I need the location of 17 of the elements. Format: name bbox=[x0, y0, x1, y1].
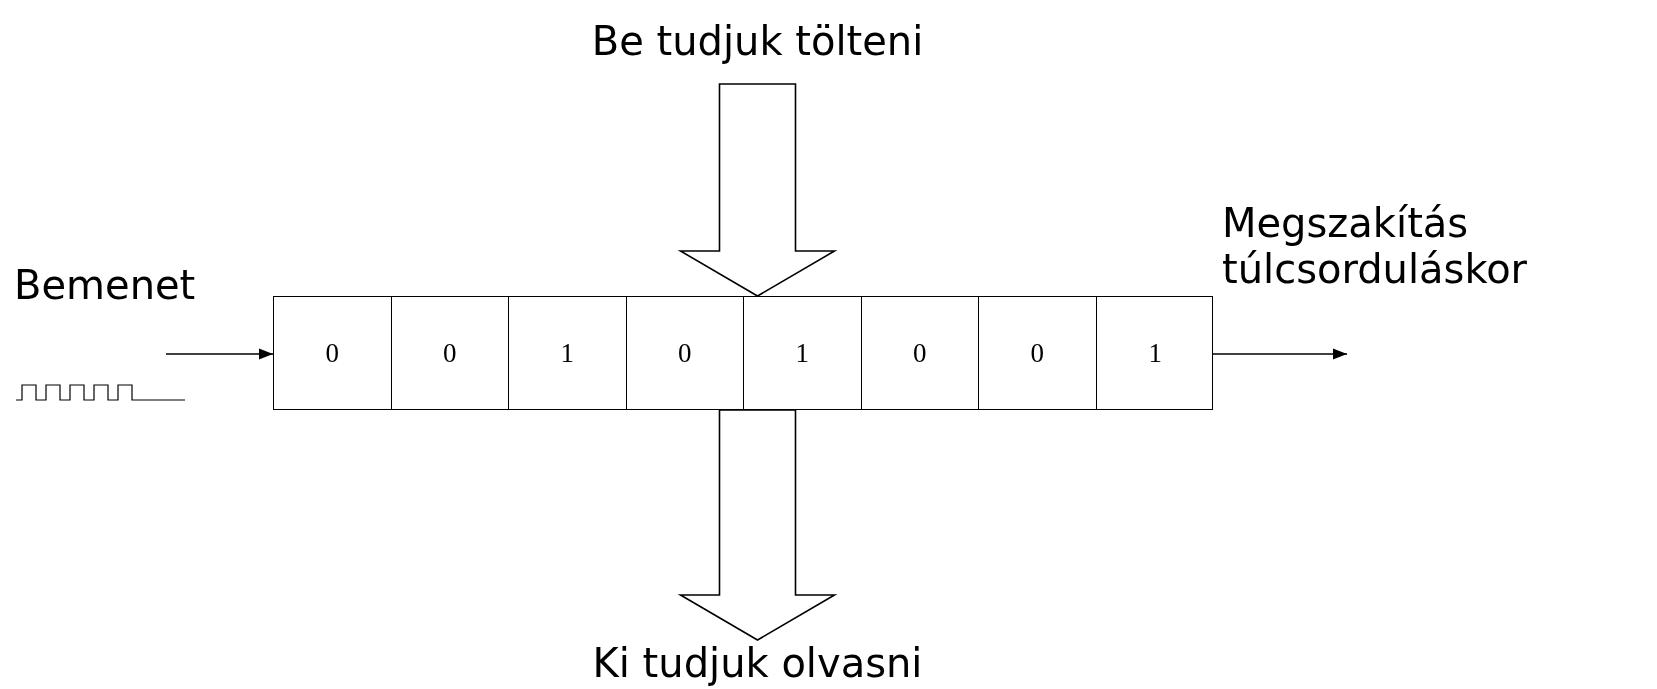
label-text: Ki tudjuk olvasni bbox=[545, 640, 970, 688]
block-arrow bbox=[677, 83, 838, 297]
label-text: Be tudjuk tölteni bbox=[530, 18, 985, 70]
register-cell: 0 bbox=[626, 297, 744, 409]
register-cell: 0 bbox=[979, 297, 1097, 409]
register-cell: 1 bbox=[1096, 297, 1214, 409]
label-text: Megszakítás túlcsorduláskor bbox=[1222, 200, 1654, 300]
block-arrow bbox=[677, 409, 838, 641]
register-cell: 0 bbox=[861, 297, 979, 409]
register-box bbox=[273, 296, 1213, 410]
arrow bbox=[1212, 348, 1348, 360]
register-cell: 1 bbox=[509, 297, 627, 409]
register-cell: 0 bbox=[274, 297, 392, 409]
arrow bbox=[165, 348, 274, 360]
label-text: Bemenet bbox=[14, 262, 254, 312]
register-cell: 1 bbox=[744, 297, 862, 409]
register-cell: 0 bbox=[391, 297, 509, 409]
